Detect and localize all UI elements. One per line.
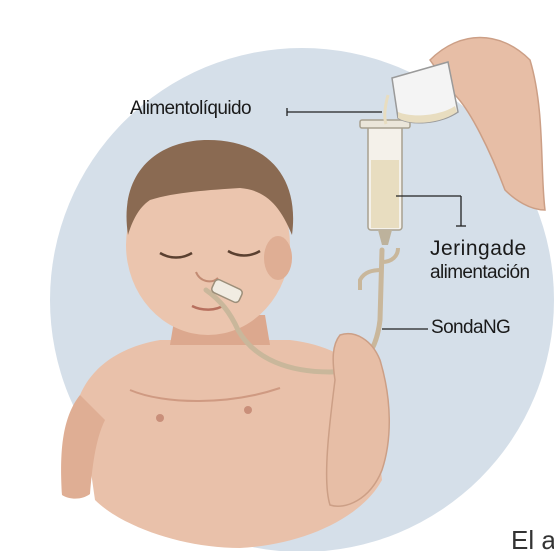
syringe-liquid — [371, 160, 399, 228]
feeding-syringe — [360, 120, 410, 245]
feeding-syringe-label-line1: Jeringade — [430, 237, 527, 261]
child-ear — [264, 236, 292, 280]
liquid-food-label: Alimentolíquido — [130, 98, 251, 120]
caption-fragment: El a — [511, 525, 554, 556]
ng-tube-label: SondaNG — [431, 317, 510, 339]
feeding-syringe-label-line2: alimentación — [430, 262, 529, 284]
child-nipple-right — [244, 406, 252, 414]
child-nipple-left — [156, 414, 164, 422]
